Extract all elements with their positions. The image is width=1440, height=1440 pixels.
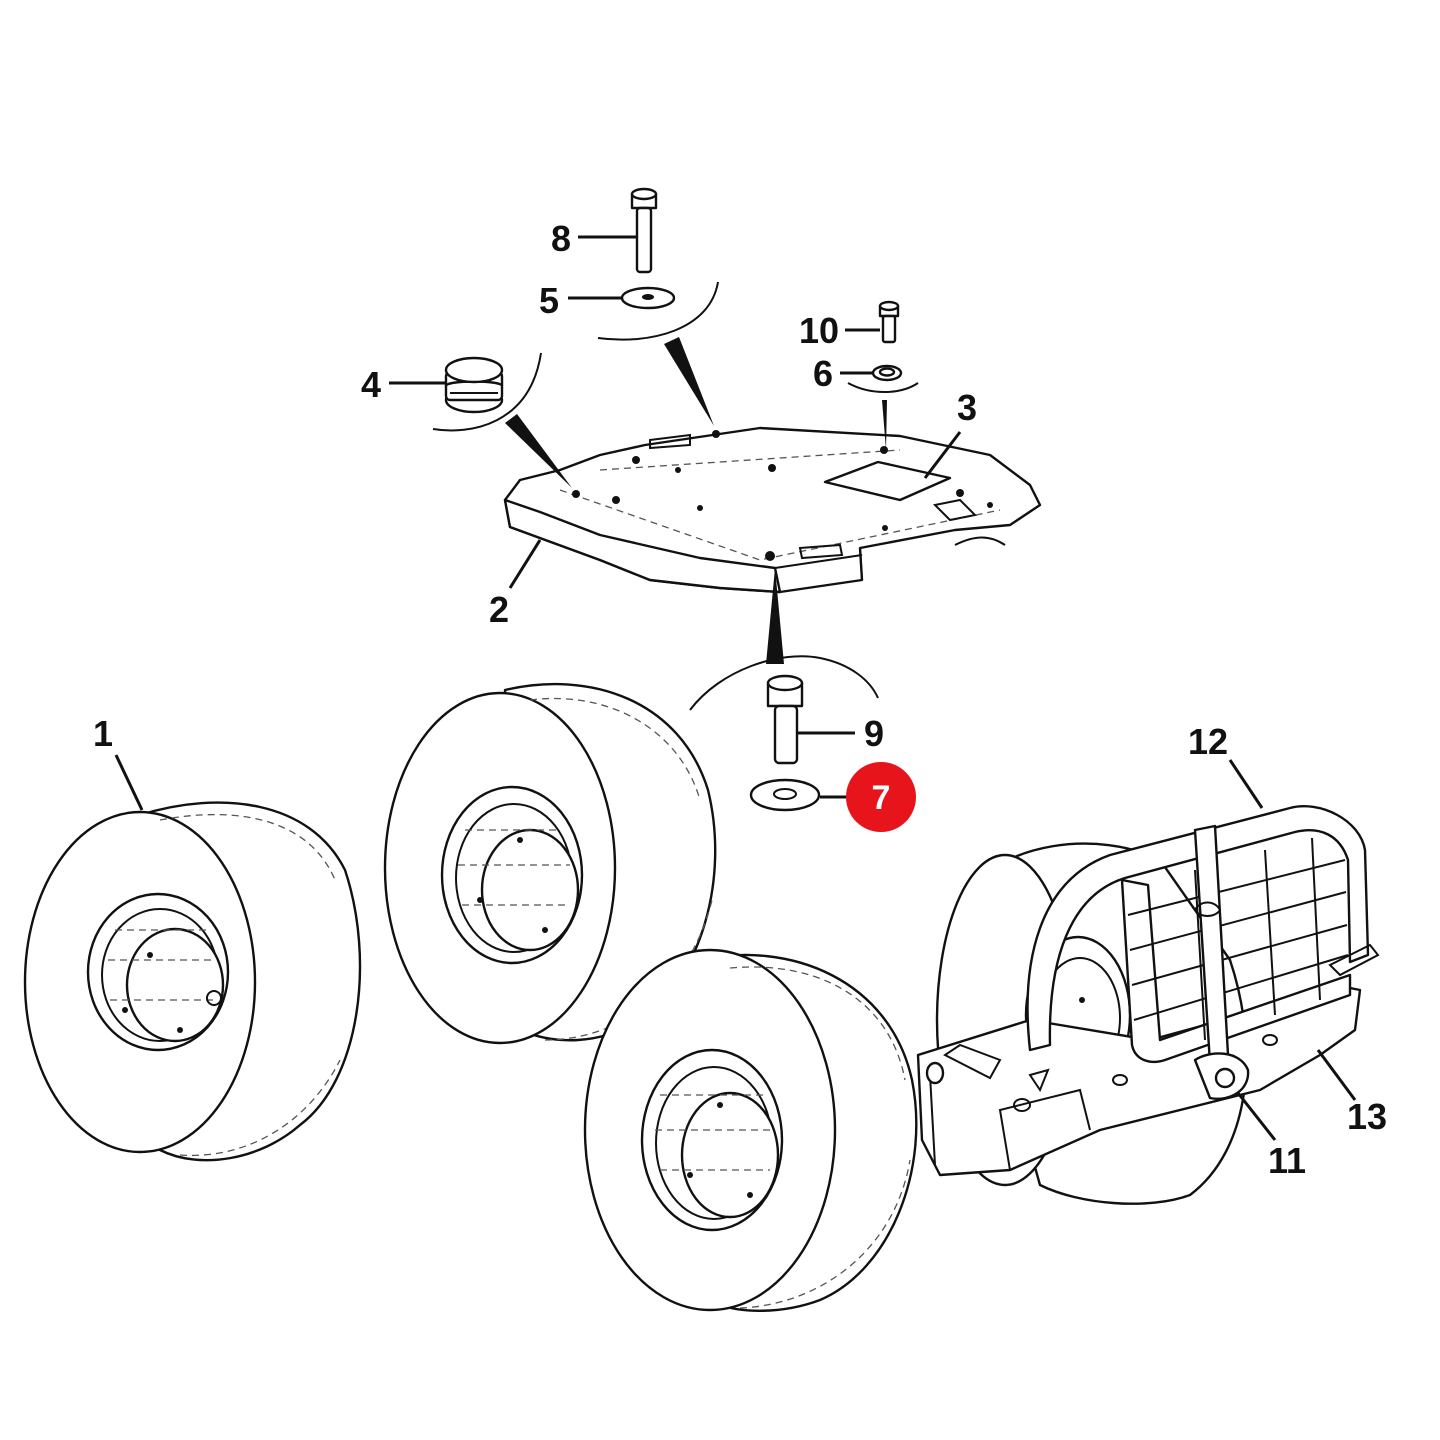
- callout-labels: 1 2 3 4 5 6 8 9 10 11 12 13: [93, 218, 1387, 1181]
- highlight-badge: [846, 762, 916, 832]
- protective-guard-frame[interactable]: [943, 805, 1380, 1100]
- highlighted-callout-7[interactable]: 7: [846, 762, 916, 832]
- callout-2[interactable]: 2: [489, 589, 509, 630]
- bolt-lower[interactable]: [766, 674, 804, 765]
- access-cover-plate[interactable]: [823, 460, 952, 502]
- large-flat-washer[interactable]: [749, 778, 821, 812]
- flat-washer[interactable]: [620, 286, 676, 310]
- callout-8[interactable]: 8: [551, 218, 571, 259]
- lock-washer[interactable]: [871, 364, 903, 382]
- callout-3[interactable]: 3: [957, 387, 977, 428]
- bolt-large[interactable]: [630, 187, 658, 274]
- wheel-left[interactable]: [23, 801, 362, 1162]
- callout-11[interactable]: 11: [1268, 1140, 1306, 1181]
- callout-6[interactable]: 6: [813, 353, 833, 394]
- callout-5[interactable]: 5: [539, 280, 559, 321]
- platform-deck[interactable]: [503, 426, 1042, 594]
- callout-13[interactable]: 13: [1347, 1096, 1387, 1137]
- callout-4[interactable]: 4: [361, 364, 381, 405]
- callout-7[interactable]: 7: [872, 779, 891, 817]
- callout-1[interactable]: 1: [93, 713, 113, 754]
- leader-lines: [114, 235, 1357, 1141]
- wheel-front[interactable]: [583, 948, 918, 1312]
- wheel-center[interactable]: [383, 682, 717, 1045]
- rubber-plug[interactable]: [444, 356, 504, 414]
- detail-arcs: [432, 281, 919, 711]
- callout-10[interactable]: 10: [799, 310, 839, 351]
- callout-9[interactable]: 9: [864, 713, 884, 754]
- callout-12[interactable]: 12: [1188, 721, 1228, 762]
- bolt-small[interactable]: [878, 300, 900, 344]
